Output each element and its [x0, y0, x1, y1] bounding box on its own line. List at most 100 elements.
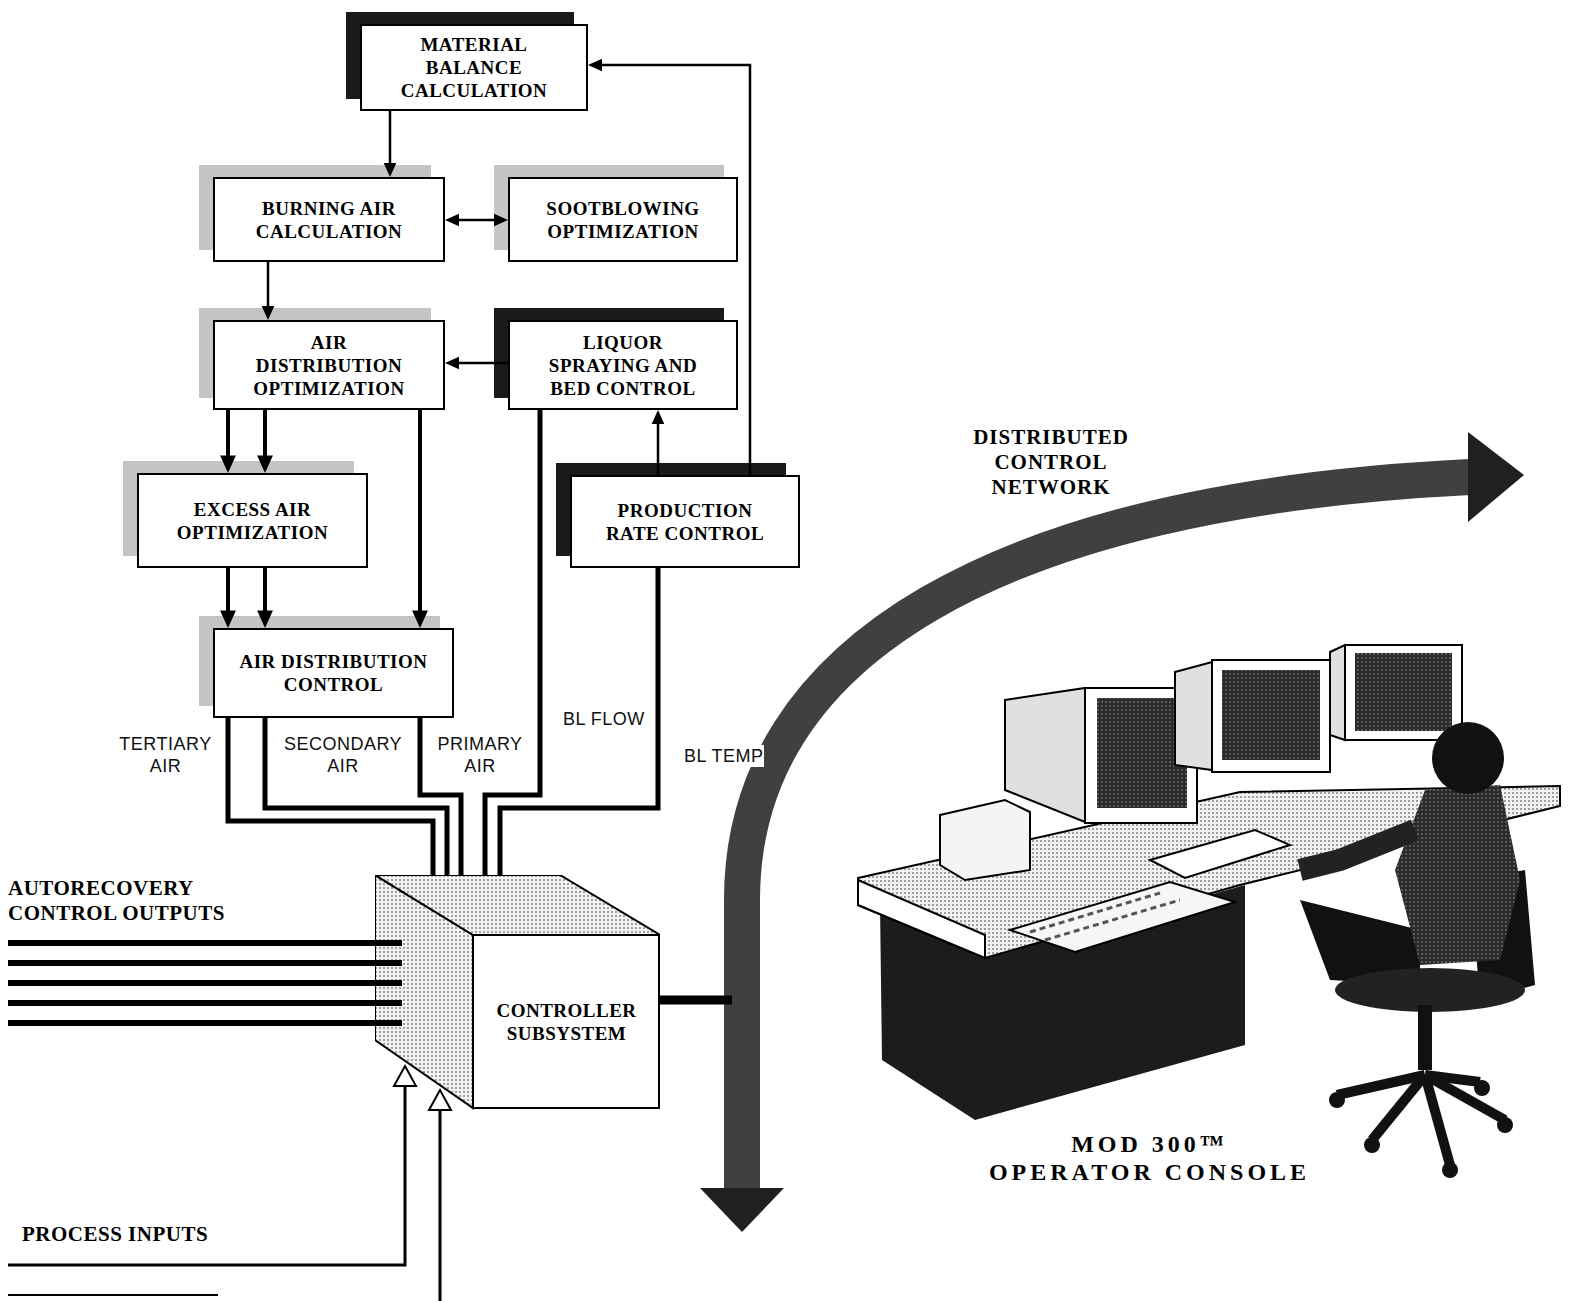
- process-box: BURNING AIR CALCULATION: [213, 177, 445, 262]
- box-label: SOOTBLOWING OPTIMIZATION: [528, 197, 718, 243]
- output-line: [8, 960, 376, 966]
- process-box: PRODUCTION RATE CONTROL: [570, 475, 800, 568]
- network-arrowhead: [700, 1188, 784, 1232]
- output-line-stub: [375, 980, 402, 986]
- signal-label: TERTIARY AIR: [113, 733, 218, 777]
- arrowhead: [262, 306, 275, 320]
- chair-leg: [1425, 1075, 1480, 1082]
- connector: [262, 262, 275, 320]
- monitor-screen: [1097, 698, 1187, 808]
- caster: [1474, 1080, 1490, 1096]
- output-line: [8, 1020, 376, 1026]
- chair-base: [1337, 1075, 1505, 1165]
- connector-line: [657, 421, 660, 475]
- process-box: AIR DISTRIBUTION OPTIMIZATION: [213, 320, 445, 410]
- box-label: EXCESS AIR OPTIMIZATION: [160, 498, 345, 544]
- output-line: [8, 940, 376, 946]
- caster: [1329, 1092, 1345, 1108]
- arrowhead: [494, 214, 508, 227]
- signal-label: SECONDARY AIR: [278, 733, 408, 777]
- connector: [500, 568, 658, 875]
- connector: [257, 568, 273, 628]
- network-label: DISTRIBUTED CONTROL NETWORK: [962, 425, 1140, 500]
- signal-label: BL TEMP: [684, 745, 764, 767]
- signal-label: PRIMARY AIR: [430, 733, 530, 777]
- input-label: PROCESS INPUTS: [22, 1222, 208, 1247]
- arrowhead: [588, 59, 602, 72]
- chair-leg: [1425, 1075, 1505, 1120]
- input-arrowhead: [394, 1066, 416, 1086]
- box-label: CONTROLLER SUBSYSTEM: [487, 999, 647, 1045]
- output-line: [8, 980, 376, 986]
- box-label: LIQUOR SPRAYING AND BED CONTROL: [536, 331, 711, 400]
- output-line: [8, 1000, 376, 1006]
- cube-face-text-area: CONTROLLER SUBSYSTEM: [473, 935, 660, 1108]
- cube-shape: [375, 875, 660, 1110]
- monitor: [1345, 645, 1462, 740]
- output-line-stub: [375, 940, 402, 946]
- process-box: EXCESS AIR OPTIMIZATION: [137, 473, 368, 568]
- output-line-stub: [375, 1020, 402, 1026]
- arrowhead: [412, 610, 428, 628]
- caster: [1364, 1137, 1380, 1153]
- operator-head: [1432, 722, 1504, 794]
- input-arrowhead: [429, 1090, 451, 1110]
- controller-cube: CONTROLLER SUBSYSTEM: [375, 875, 660, 1110]
- output-label: AUTORECOVERY CONTROL OUTPUTS: [8, 876, 263, 926]
- arrowhead: [652, 410, 665, 424]
- connector-line: [226, 410, 230, 459]
- operator-arm: [1300, 830, 1415, 870]
- box-label: AIR DISTRIBUTION CONTROL: [226, 650, 441, 696]
- connector-line: [389, 111, 392, 166]
- arrowhead: [445, 357, 459, 370]
- monitor-side: [1175, 662, 1212, 770]
- box-label: BURNING AIR CALCULATION: [239, 197, 419, 243]
- connector: [220, 410, 236, 473]
- connector-line: [456, 362, 508, 365]
- output-line-stub: [375, 960, 402, 966]
- cube-top-face: [375, 875, 660, 935]
- box-label: PRODUCTION RATE CONTROL: [595, 499, 775, 545]
- connector-line: [226, 568, 230, 614]
- arrowhead: [384, 163, 397, 177]
- connector-line: [599, 65, 750, 475]
- arrowhead: [445, 214, 459, 227]
- keyboard: [1150, 830, 1290, 878]
- connector: [588, 59, 750, 475]
- process-box: SOOTBLOWING OPTIMIZATION: [508, 177, 738, 262]
- arrowhead: [257, 610, 273, 628]
- network-arrowhead: [1468, 432, 1524, 522]
- panel-keys: [1045, 900, 1180, 940]
- monitor: [1212, 660, 1330, 772]
- connector: [257, 410, 273, 473]
- control-panel: [1010, 882, 1235, 952]
- arrowhead: [257, 455, 273, 473]
- connector: [652, 410, 665, 475]
- connector-line: [267, 262, 270, 309]
- monitor-screen: [1222, 670, 1320, 760]
- network-link: [660, 996, 732, 1005]
- operator-torso: [1395, 785, 1520, 965]
- connector-line: [485, 410, 540, 875]
- connector-line: [228, 718, 433, 875]
- arrowhead: [220, 610, 236, 628]
- monitor-screen: [1355, 653, 1452, 731]
- desk-edge: [858, 880, 985, 958]
- caster: [1442, 1162, 1458, 1178]
- arrowhead: [220, 455, 236, 473]
- connector: [445, 357, 508, 370]
- box-label: AIR DISTRIBUTION OPTIMIZATION: [244, 331, 414, 400]
- connector-line: [263, 568, 267, 614]
- chair-stem: [1418, 1005, 1432, 1070]
- printer: [940, 800, 1030, 880]
- connector: [384, 111, 397, 177]
- caster: [1497, 1117, 1513, 1133]
- connector: [445, 214, 508, 227]
- chair-leg: [1372, 1075, 1425, 1140]
- process-box: AIR DISTRIBUTION CONTROL: [213, 628, 454, 718]
- connector: [220, 568, 236, 628]
- signal-label: BL FLOW: [563, 708, 645, 730]
- connector: [228, 718, 433, 875]
- connector-line: [500, 568, 658, 875]
